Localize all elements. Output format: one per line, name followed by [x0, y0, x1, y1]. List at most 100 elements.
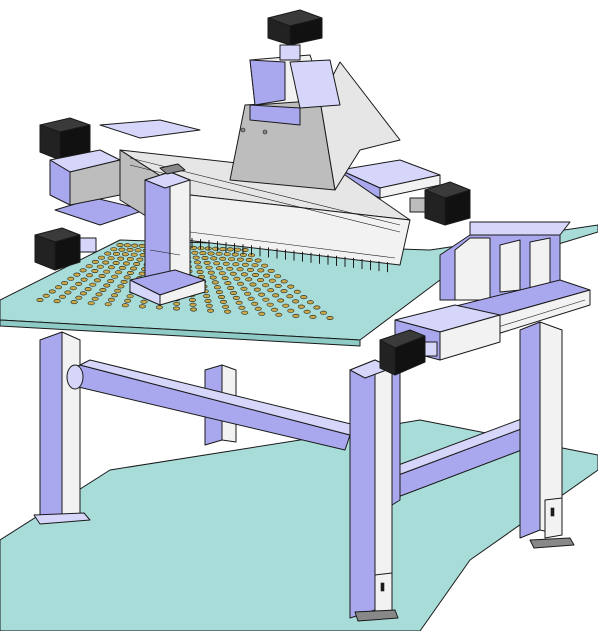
table-hole — [48, 289, 56, 294]
right-front-leg — [349, 359, 401, 622]
table-hole — [277, 298, 285, 303]
table-hole — [263, 273, 271, 278]
table-hole — [234, 247, 242, 252]
table-hole — [117, 256, 125, 261]
table-hole — [80, 277, 88, 282]
table-hole — [103, 283, 111, 288]
table-hole — [232, 262, 240, 267]
table-hole — [257, 278, 265, 283]
table-hole — [251, 301, 259, 306]
gantry-tower — [229, 54, 401, 191]
table-hole — [207, 270, 215, 275]
table-hole — [119, 265, 127, 270]
table-hole — [292, 299, 300, 304]
table-hole — [64, 290, 72, 295]
table-hole — [245, 277, 253, 282]
table-hole — [309, 314, 317, 319]
table-hole — [136, 257, 144, 262]
table-hole — [85, 264, 93, 269]
table-hole — [228, 257, 236, 262]
table-hole — [303, 309, 311, 314]
table-hole — [233, 276, 241, 281]
table-hole — [116, 243, 124, 248]
table-hole — [190, 245, 198, 250]
table-hole — [113, 251, 121, 256]
table-hole — [107, 265, 115, 270]
table-hole — [204, 246, 212, 251]
table-hole — [241, 262, 249, 267]
table-hole — [121, 252, 129, 257]
table-hole — [121, 303, 129, 308]
table-hole — [226, 266, 234, 271]
right-rear-leg — [519, 321, 575, 549]
table-hole — [111, 274, 119, 279]
table-hole — [245, 257, 253, 262]
table-hole — [190, 307, 198, 312]
table-hole — [272, 293, 280, 298]
table-hole — [107, 256, 115, 261]
table-hole — [91, 259, 99, 264]
table-hole — [195, 265, 203, 270]
table-hole — [36, 297, 44, 302]
table-hole — [54, 285, 62, 290]
top-motor — [267, 9, 323, 61]
table-hole — [218, 271, 226, 276]
table-hole — [219, 247, 227, 252]
table-hole — [258, 292, 266, 297]
table-hole — [282, 303, 290, 308]
table-hole — [194, 260, 202, 265]
table-hole — [114, 288, 122, 293]
table-hole — [173, 306, 181, 311]
table-hole — [123, 243, 131, 248]
table-hole — [107, 279, 115, 284]
table-hole — [257, 268, 265, 273]
table-hole — [216, 266, 224, 271]
table-hole — [191, 250, 199, 255]
table-hole — [75, 281, 83, 286]
table-hole — [104, 251, 112, 256]
table-hole — [95, 292, 103, 297]
front-carriage — [394, 304, 501, 361]
table-hole — [274, 283, 282, 288]
table-hole — [111, 293, 119, 298]
table-hole — [69, 286, 77, 291]
table-hole — [126, 257, 134, 262]
table-hole — [249, 282, 257, 287]
table-hole — [84, 287, 92, 292]
table-hole — [224, 281, 232, 286]
table-hole — [227, 285, 235, 290]
left-y-rail — [54, 119, 201, 226]
table-hole — [73, 272, 81, 277]
table-hole — [319, 310, 327, 315]
table-hole — [131, 243, 139, 248]
table-plate-edge — [0, 319, 361, 347]
table-hole — [230, 290, 238, 295]
table-hole — [211, 280, 219, 285]
table-hole — [261, 263, 269, 268]
table-hole — [292, 313, 300, 318]
table-hole — [126, 294, 134, 299]
table-hole — [232, 295, 240, 300]
table-hole — [79, 268, 87, 273]
table-hole — [138, 271, 146, 276]
table-hole — [251, 263, 259, 268]
table-hole — [313, 305, 321, 310]
table-hole — [244, 291, 252, 296]
table-hole — [120, 279, 128, 284]
table-hole — [280, 289, 288, 294]
table-hole — [220, 299, 228, 304]
table-hole — [252, 272, 260, 277]
table-hole — [199, 251, 207, 256]
table-hole — [231, 252, 239, 257]
table-hole — [253, 287, 261, 292]
table-hole — [254, 306, 262, 311]
table-hole — [209, 275, 217, 280]
table-hole — [236, 267, 244, 272]
table-hole — [229, 271, 237, 276]
table-hole — [215, 251, 223, 256]
table-hole — [226, 247, 234, 252]
table-hole — [203, 260, 211, 265]
table-hole — [267, 288, 275, 293]
